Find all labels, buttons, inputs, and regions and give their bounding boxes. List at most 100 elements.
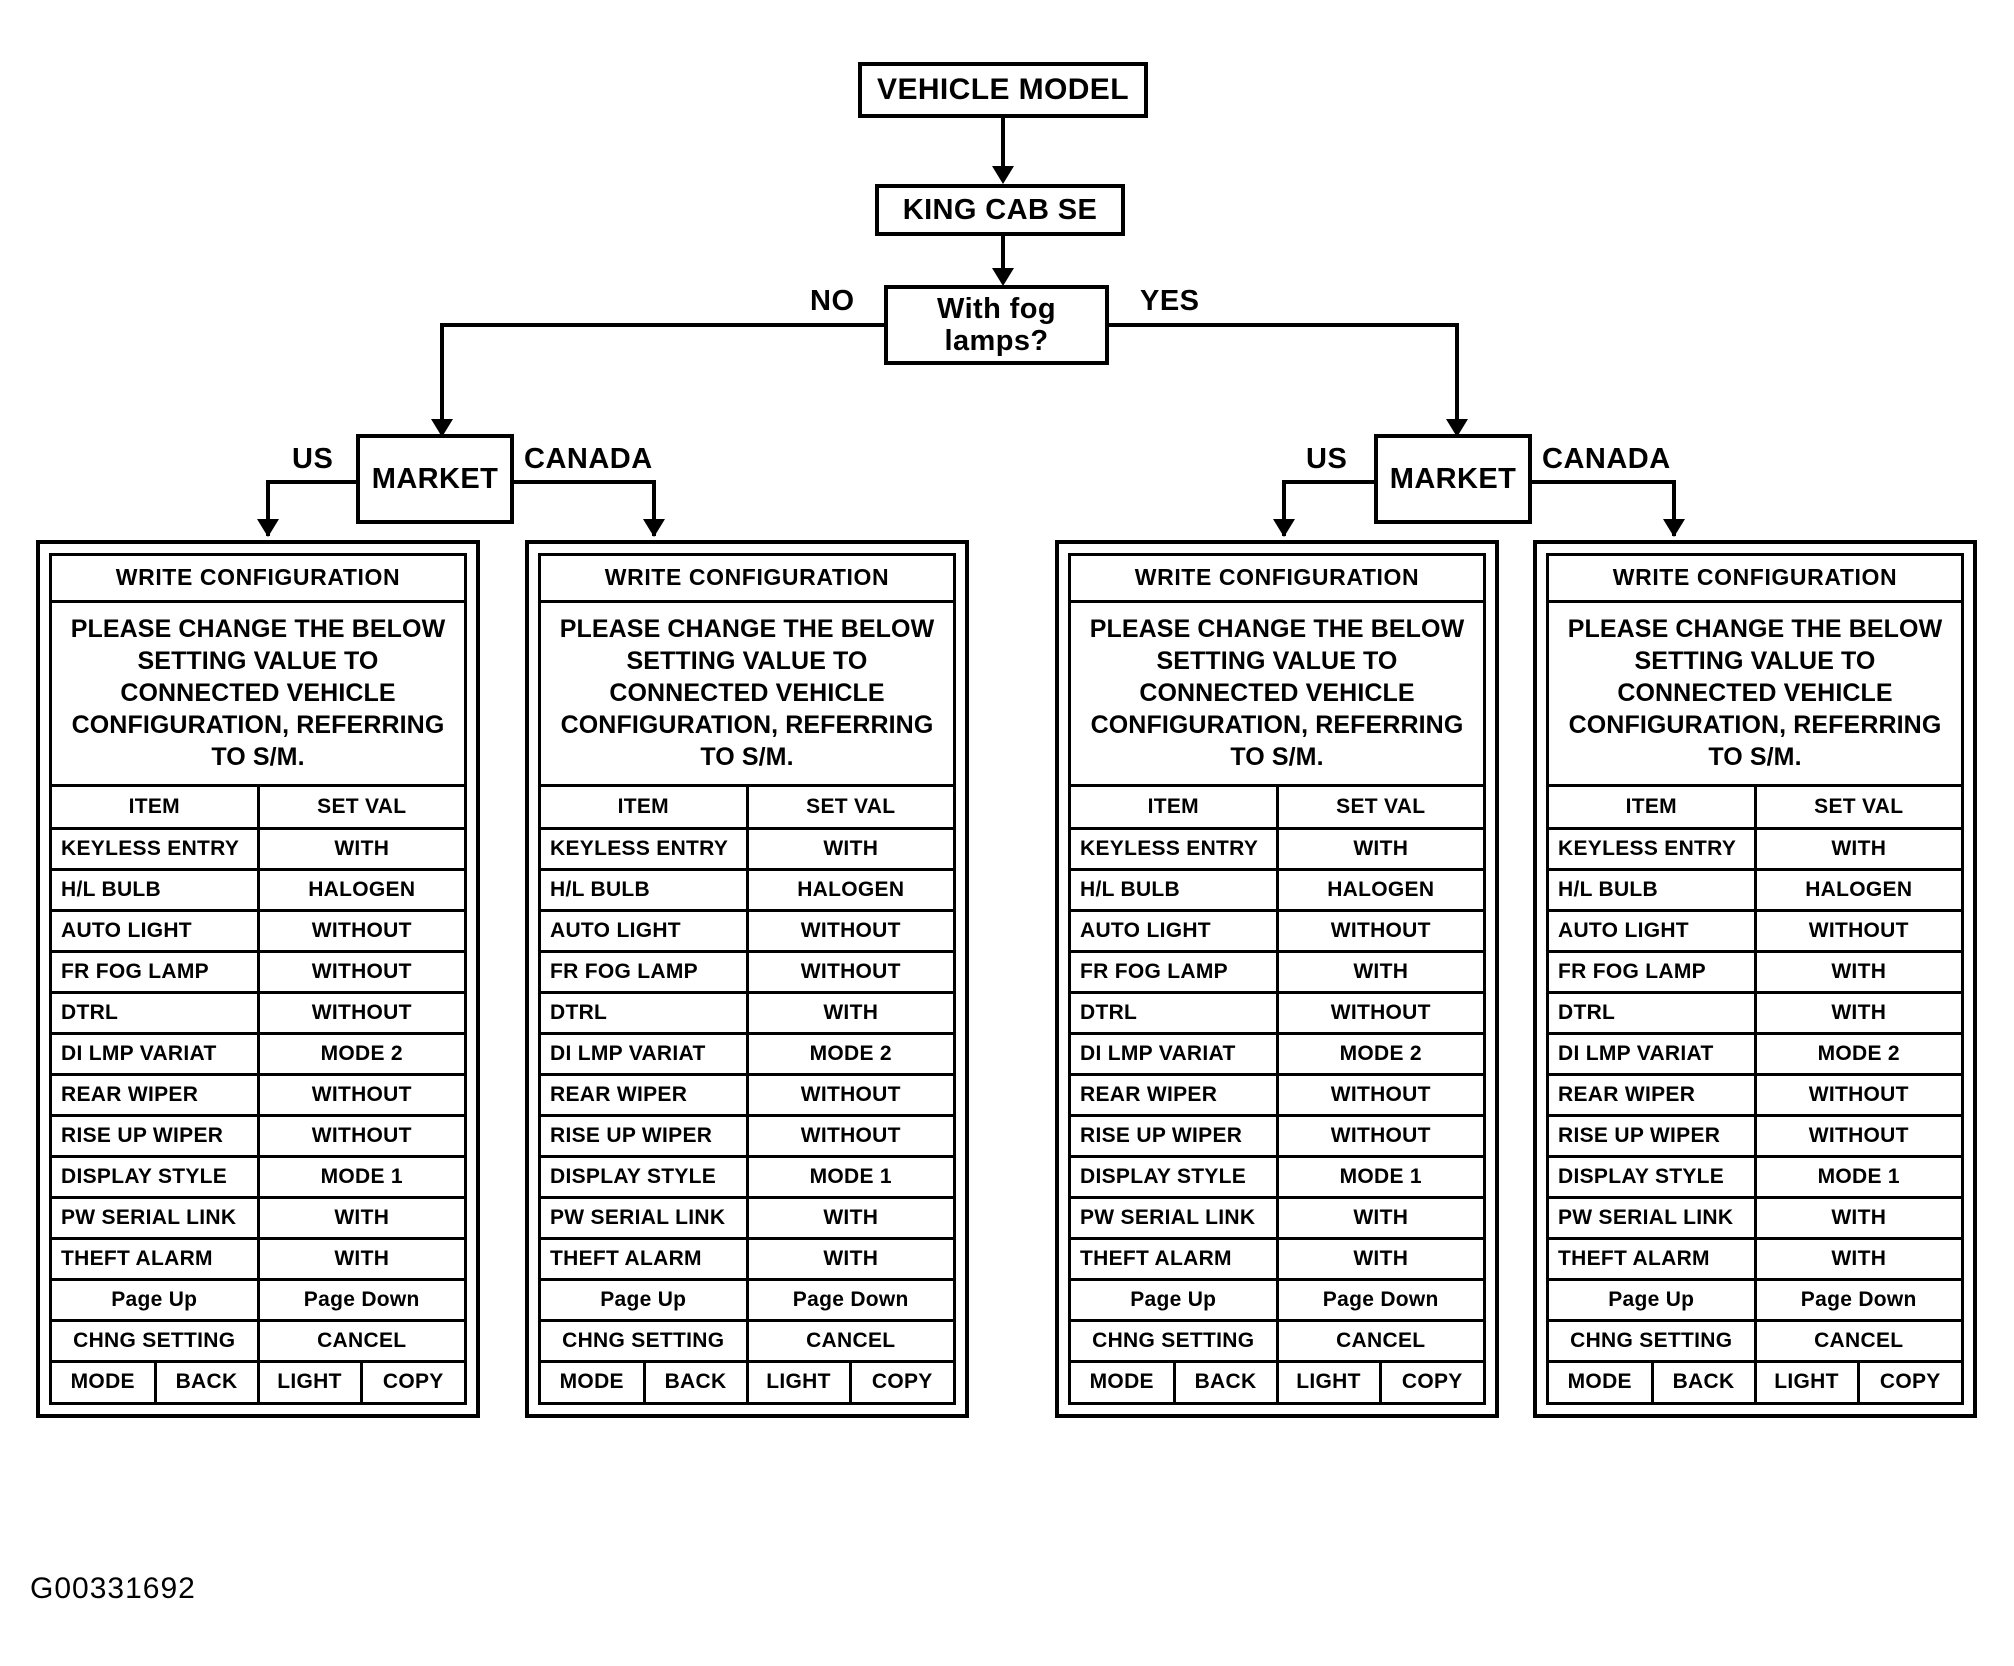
chng-setting-button[interactable]: CHNG SETTING xyxy=(1071,1318,1279,1361)
copy-button[interactable]: COPY xyxy=(361,1359,464,1402)
row-set-value[interactable]: WITHOUT xyxy=(747,1072,953,1115)
light-button[interactable]: LIGHT xyxy=(1277,1359,1382,1402)
copy-button[interactable]: COPY xyxy=(850,1359,953,1402)
row-set-value[interactable]: WITH xyxy=(258,1236,464,1279)
row-set-value[interactable]: WITHOUT xyxy=(258,1113,464,1156)
row-set-value[interactable]: WITHOUT xyxy=(1755,908,1961,951)
row-set-value[interactable]: MODE 2 xyxy=(258,1031,464,1074)
row-set-value[interactable]: WITH xyxy=(1755,1195,1961,1238)
row-set-value[interactable]: WITH xyxy=(1277,949,1483,992)
page-up-button[interactable]: Page Up xyxy=(1071,1277,1279,1320)
row-set-value[interactable]: WITH xyxy=(747,1195,953,1238)
chng-setting-button[interactable]: CHNG SETTING xyxy=(52,1318,260,1361)
page-up-button[interactable]: Page Up xyxy=(1549,1277,1757,1320)
row-set-value[interactable]: WITH xyxy=(1277,826,1483,869)
row-set-value[interactable]: WITH xyxy=(1755,826,1961,869)
row-set-value[interactable]: WITHOUT xyxy=(1277,990,1483,1033)
row-set-value[interactable]: WITH xyxy=(258,1195,464,1238)
page-down-button[interactable]: Page Down xyxy=(1277,1277,1483,1320)
row-set-value[interactable]: WITH xyxy=(258,826,464,869)
row-set-value[interactable]: WITHOUT xyxy=(258,1072,464,1115)
row-set-value[interactable]: WITHOUT xyxy=(1277,1113,1483,1156)
back-button[interactable]: BACK xyxy=(1174,1359,1279,1402)
row-set-value[interactable]: MODE 2 xyxy=(747,1031,953,1074)
row-set-value[interactable]: HALOGEN xyxy=(747,867,953,910)
row-set-value[interactable]: WITHOUT xyxy=(1755,1113,1961,1156)
chng-setting-button[interactable]: CHNG SETTING xyxy=(541,1318,749,1361)
row-set-value[interactable]: WITH xyxy=(747,990,953,1033)
cancel-button[interactable]: CANCEL xyxy=(1277,1318,1483,1361)
row-set-value[interactable]: WITH xyxy=(1755,1236,1961,1279)
chng-setting-button[interactable]: CHNG SETTING xyxy=(1549,1318,1757,1361)
row-set-value[interactable]: HALOGEN xyxy=(1755,867,1961,910)
row-set-value[interactable]: WITH xyxy=(747,1236,953,1279)
row-set-value[interactable]: HALOGEN xyxy=(1277,867,1483,910)
light-button[interactable]: LIGHT xyxy=(747,1359,852,1402)
row-set-value[interactable]: MODE 1 xyxy=(1755,1154,1961,1197)
row-set-value[interactable]: WITHOUT xyxy=(1277,1072,1483,1115)
light-button[interactable]: LIGHT xyxy=(258,1359,363,1402)
back-button[interactable]: BACK xyxy=(155,1359,260,1402)
cancel-button[interactable]: CANCEL xyxy=(747,1318,953,1361)
copy-button[interactable]: COPY xyxy=(1380,1359,1483,1402)
cancel-button[interactable]: CANCEL xyxy=(1755,1318,1961,1361)
row-set-value[interactable]: WITH xyxy=(1277,1195,1483,1238)
row-set-value[interactable]: MODE 1 xyxy=(1277,1154,1483,1197)
row-set-value[interactable]: WITH xyxy=(1277,1236,1483,1279)
cancel-button[interactable]: CANCEL xyxy=(258,1318,464,1361)
row-set-value[interactable]: WITH xyxy=(747,826,953,869)
back-button[interactable]: BACK xyxy=(1652,1359,1757,1402)
mode-button[interactable]: MODE xyxy=(1071,1359,1176,1402)
row-set-value[interactable]: MODE 2 xyxy=(1277,1031,1483,1074)
page-down-button[interactable]: Page Down xyxy=(1755,1277,1961,1320)
page-down-button[interactable]: Page Down xyxy=(747,1277,953,1320)
mode-button[interactable]: MODE xyxy=(52,1359,157,1402)
row-set-value[interactable]: WITHOUT xyxy=(747,949,953,992)
row-set-value[interactable]: WITHOUT xyxy=(1755,1072,1961,1115)
mode-button[interactable]: MODE xyxy=(541,1359,646,1402)
